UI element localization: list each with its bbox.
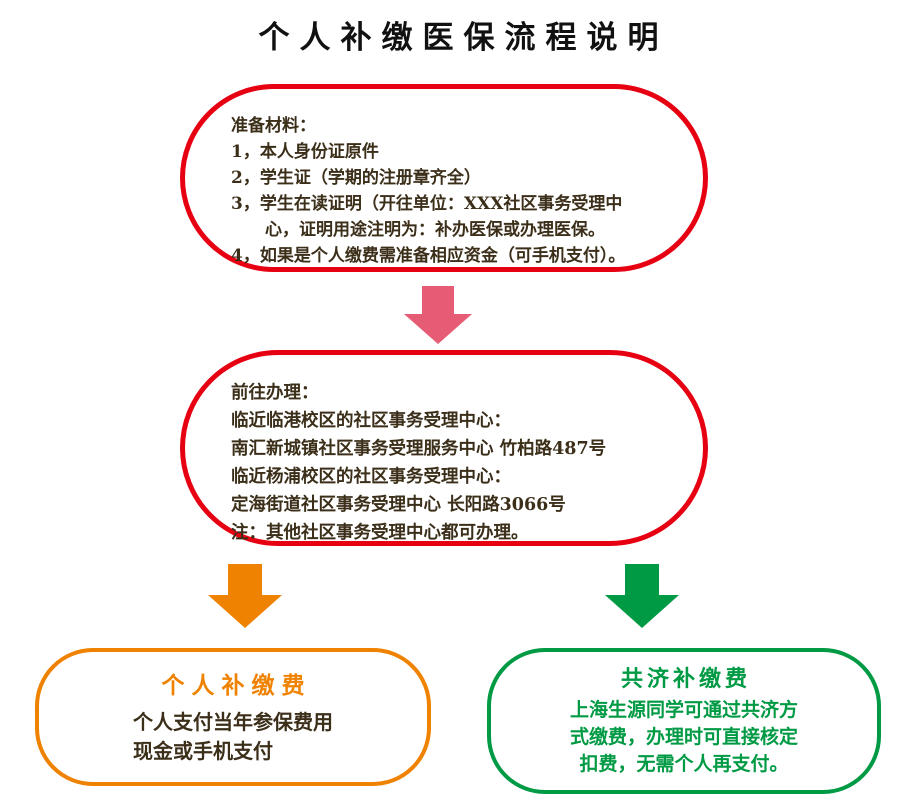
materials-line-6: 4，如果是个人缴费需准备相应资金（可手机支付）。	[231, 246, 626, 266]
down-arrow-pink	[404, 286, 472, 344]
personal-payment-line-1: 个人支付当年参保费用	[133, 710, 333, 734]
office-line-5: 定海街道社区事务受理中心 长阳路3066号	[231, 495, 566, 515]
down-arrow-orange-shape	[208, 564, 282, 628]
office-line-1: 前往办理：	[231, 383, 319, 403]
mutual-payment-box: 共济补缴费 上海生源同学可通过共济方 式缴费，办理时可直接核定 扣费，无需个人再…	[487, 648, 881, 794]
office-line-2: 临近临港校区的社区事务受理中心：	[231, 411, 511, 431]
materials-line-2: 1，本人身份证原件	[231, 142, 379, 162]
office-text: 前往办理： 临近临港校区的社区事务受理中心： 南汇新城镇社区事务受理服务中心 竹…	[231, 379, 669, 547]
mutual-payment-line-2: 式缴费，办理时可直接核定	[569, 726, 798, 748]
personal-payment-line-2: 现金或手机支付	[133, 739, 273, 763]
materials-line-5: 心，证明用途注明为：补办医保或办理医保。	[231, 220, 605, 240]
materials-text: 准备材料： 1，本人身份证原件 2，学生证（学期的注册章齐全） 3，学生在读证明…	[231, 113, 669, 269]
down-arrow-orange	[208, 564, 282, 628]
materials-line-1: 准备材料：	[231, 116, 316, 136]
mutual-payment-text: 上海生源同学可通过共济方 式缴费，办理时可直接核定 扣费，无需个人再支付。	[491, 697, 877, 778]
mutual-payment-line-1: 上海生源同学可通过共济方	[569, 699, 798, 721]
materials-box: 准备材料： 1，本人身份证原件 2，学生证（学期的注册章齐全） 3，学生在读证明…	[180, 84, 708, 272]
office-line-6: 注：其他社区事务受理中心都可办理。	[231, 523, 529, 543]
materials-line-3: 2，学生证（学期的注册章齐全）	[231, 168, 481, 188]
office-line-3: 南汇新城镇社区事务受理服务中心 竹柏路487号	[231, 439, 607, 459]
office-line-4: 临近杨浦校区的社区事务受理中心：	[231, 467, 511, 487]
office-box: 前往办理： 临近临港校区的社区事务受理中心： 南汇新城镇社区事务受理服务中心 竹…	[180, 350, 708, 546]
personal-payment-box: 个人补缴费 个人支付当年参保费用 现金或手机支付	[35, 648, 431, 786]
down-arrow-green	[605, 564, 679, 628]
down-arrow-pink-shape	[404, 286, 472, 344]
personal-payment-text: 个人支付当年参保费用 现金或手机支付	[133, 708, 333, 766]
mutual-payment-line-3: 扣费，无需个人再支付。	[579, 753, 789, 775]
materials-line-4: 3，学生在读证明（开往单位：XXX社区事务受理中	[231, 194, 623, 214]
page-title: 个人补缴医保流程说明	[258, 20, 669, 56]
personal-payment-title: 个人补缴费	[161, 672, 312, 699]
down-arrow-green-shape	[605, 564, 679, 628]
mutual-payment-title: 共济补缴费	[620, 666, 751, 692]
